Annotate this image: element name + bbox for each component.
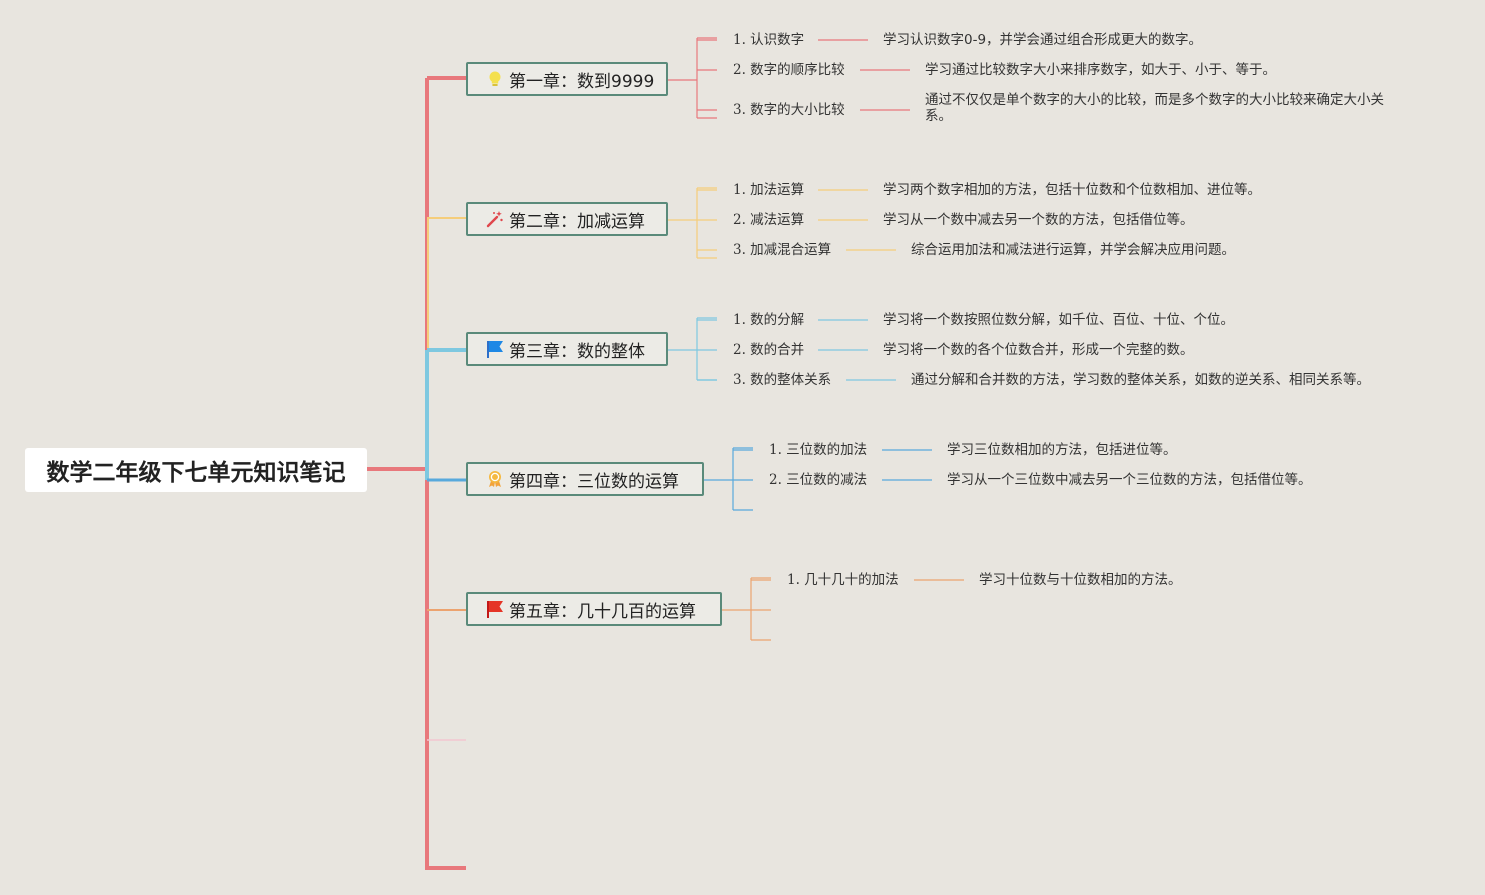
red-flag-icon bbox=[484, 598, 506, 620]
topic-description[interactable]: 学习十位数与十位数相加的方法。 bbox=[979, 572, 1182, 588]
blue-flag-icon bbox=[484, 338, 506, 360]
topic-description[interactable]: 学习通过比较数字大小来排序数字，如大于、小于、等于。 bbox=[925, 62, 1276, 78]
topic-description[interactable]: 学习认识数字0-9，并学会通过组合形成更大的数字。 bbox=[883, 32, 1203, 48]
chapter-node-3[interactable]: 第三章：数的整体 bbox=[466, 332, 668, 366]
root-topic[interactable]: 数学二年级下七单元知识笔记 bbox=[25, 448, 367, 492]
topic-item[interactable]: 2. 三位数的减法 bbox=[769, 472, 868, 488]
topic-item[interactable]: 2. 数的合并 bbox=[733, 342, 805, 358]
topic-item[interactable]: 3. 数的整体关系 bbox=[733, 372, 832, 388]
chapter-label: 第四章：三位数的运算 bbox=[509, 471, 679, 492]
chapter-node-1[interactable]: 第一章：数到9999 bbox=[466, 62, 668, 96]
topic-item[interactable]: 2. 数字的顺序比较 bbox=[733, 62, 845, 78]
award-ribbon-icon bbox=[484, 468, 506, 490]
topic-item[interactable]: 1. 三位数的加法 bbox=[769, 442, 868, 458]
topic-item[interactable]: 3. 加减混合运算 bbox=[733, 242, 832, 258]
chapter-label: 第二章：加减运算 bbox=[509, 211, 645, 232]
topic-description[interactable]: 通过分解和合并数的方法，学习数的整体关系，如数的逆关系、相同关系等。 bbox=[911, 372, 1370, 388]
topic-item[interactable]: 1. 加法运算 bbox=[733, 182, 805, 198]
topic-description[interactable]: 学习三位数相加的方法，包括进位等。 bbox=[947, 442, 1177, 458]
root-title: 数学二年级下七单元知识笔记 bbox=[46, 460, 346, 486]
lightbulb-icon bbox=[484, 68, 506, 90]
topic-description[interactable]: 学习两个数字相加的方法，包括十位数和个位数相加、进位等。 bbox=[883, 182, 1261, 198]
topic-description[interactable]: 通过不仅仅是单个数字的大小的比较，而是多个数字的大小比较来确定大小关系。 bbox=[925, 92, 1384, 124]
topic-description[interactable]: 学习从一个数中减去另一个数的方法，包括借位等。 bbox=[883, 212, 1194, 228]
chapter-label: 第三章：数的整体 bbox=[509, 341, 645, 362]
topic-item[interactable]: 2. 减法运算 bbox=[733, 212, 805, 228]
topic-description[interactable]: 学习从一个三位数中减去另一个三位数的方法，包括借位等。 bbox=[947, 472, 1312, 488]
topic-item[interactable]: 1. 几十几十的加法 bbox=[787, 572, 899, 588]
topic-item[interactable]: 1. 数的分解 bbox=[733, 312, 805, 328]
topic-item[interactable]: 3. 数字的大小比较 bbox=[733, 102, 845, 118]
chapter-node-5[interactable]: 第五章：几十几百的运算 bbox=[466, 592, 722, 626]
chapter-label: 第一章：数到9999 bbox=[509, 71, 655, 92]
topic-description[interactable]: 学习将一个数按照位数分解，如千位、百位、十位、个位。 bbox=[883, 312, 1234, 328]
chapter-node-4[interactable]: 第四章：三位数的运算 bbox=[466, 462, 704, 496]
topic-item[interactable]: 1. 认识数字 bbox=[733, 32, 805, 48]
magic-wand-icon bbox=[484, 208, 506, 230]
topic-description[interactable]: 学习将一个数的各个位数合并，形成一个完整的数。 bbox=[883, 342, 1194, 358]
chapter-node-2[interactable]: 第二章：加减运算 bbox=[466, 202, 668, 236]
topic-description[interactable]: 综合运用加法和减法进行运算，并学会解决应用问题。 bbox=[911, 242, 1235, 258]
chapter-label: 第五章：几十几百的运算 bbox=[509, 601, 696, 622]
